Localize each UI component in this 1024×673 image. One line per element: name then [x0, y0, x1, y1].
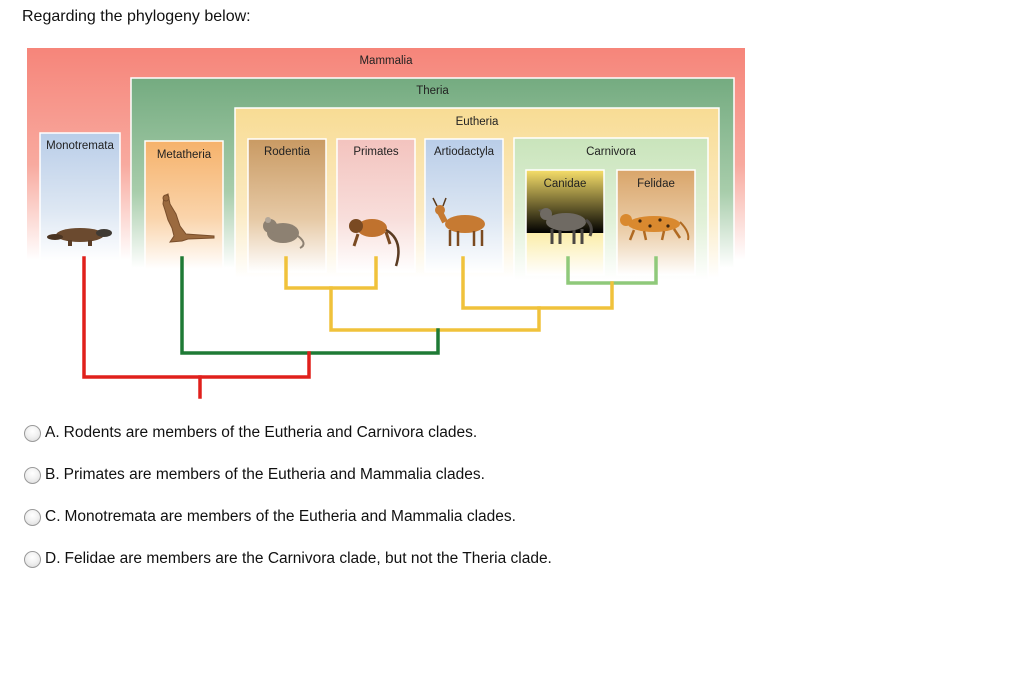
eutheria-branch [329, 286, 541, 332]
question-prompt: Regarding the phylogeny below: [22, 8, 251, 25]
option-c[interactable]: C. Monotremata are members of the Euther… [24, 508, 516, 526]
option-text: Monotremata are members of the Eutheria … [64, 508, 516, 525]
primates-label: Primates [353, 146, 399, 158]
radio-button[interactable] [24, 424, 41, 442]
option-b[interactable]: B. Primates are members of the Eutheria … [24, 466, 485, 484]
phylogeny-diagram [27, 48, 745, 399]
radio-button[interactable] [24, 466, 41, 484]
artiodactyla-label: Artiodactyla [433, 146, 495, 158]
metatheria-box [144, 140, 224, 270]
option-text: Primates are members of the Eutheria and… [63, 466, 485, 483]
mouse-icon [263, 217, 305, 249]
wolf-icon [538, 208, 593, 244]
option-a[interactable]: A. Rodents are members of the Eutheria a… [24, 424, 477, 442]
option-letter: D. [45, 550, 61, 567]
option-letter: C. [45, 508, 61, 525]
option-text: Rodents are members of the Eutheria and … [63, 424, 478, 441]
theria-label: Theria [416, 85, 449, 97]
option-letter: A. [45, 424, 60, 441]
rodentia-label: Rodentia [263, 146, 311, 158]
mammalia-label: Mammalia [359, 55, 413, 67]
antelope-icon [432, 197, 485, 246]
leopard-icon [620, 214, 690, 241]
radio-button[interactable] [24, 508, 41, 526]
option-letter: B. [45, 466, 60, 483]
kangaroo-icon [162, 193, 215, 243]
felidae-label: Felidae [637, 178, 675, 190]
monkey-icon [349, 219, 400, 267]
option-d[interactable]: D. Felidae are members are the Carnivora… [24, 550, 552, 568]
mammalia-branch [82, 256, 311, 379]
metatheria-label: Metatheria [156, 149, 212, 161]
rodentia-box [247, 138, 327, 273]
phylogeny-figure: Mammalia Theria Eutheria Carnivora Monot… [0, 0, 760, 410]
radio-button[interactable] [24, 550, 41, 568]
primates-box [336, 138, 416, 273]
carnivora-label: Carnivora [586, 146, 636, 158]
option-text: Felidae are members are the Carnivora cl… [64, 550, 552, 567]
monotremata-label: Monotremata [46, 140, 114, 152]
canidae-label: Canidae [543, 178, 587, 190]
platypus-icon [47, 228, 112, 246]
eutheria-label: Eutheria [455, 116, 499, 128]
